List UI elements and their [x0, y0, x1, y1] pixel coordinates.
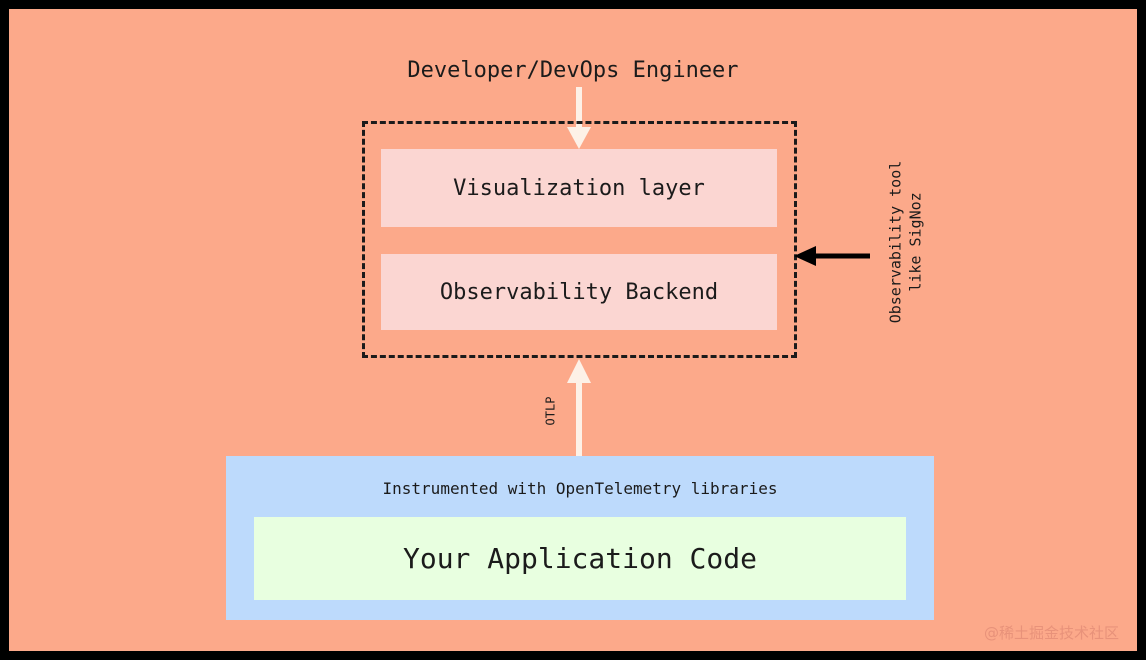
application-caption: Instrumented with OpenTelemetry librarie…: [382, 479, 778, 498]
actor-label: Developer/DevOps Engineer: [407, 58, 739, 83]
observability-tool-annotation-line1: Observability tool: [886, 160, 904, 324]
visualization-layer-box: Visualization layer: [381, 149, 777, 227]
observability-backend-box: Observability Backend: [381, 254, 777, 330]
diagram-stage: Developer/DevOps Engineer Visualization …: [9, 9, 1137, 651]
observability-tool-annotation-line2: like SigNoz: [906, 192, 924, 292]
otlp-label-text: OTLP: [543, 396, 557, 426]
observability-backend-label: Observability Backend: [439, 279, 719, 305]
observability-tool-annotation: Observability tool like SigNoz: [850, 137, 960, 347]
observability-tool-left-arrow-icon: [794, 246, 870, 266]
watermark: @稀土掘金技术社区: [983, 624, 1119, 642]
otlp-up-arrow-icon: [567, 359, 591, 462]
application-code-label: Your Application Code: [402, 542, 757, 575]
observability-group-container: [362, 121, 797, 358]
application-code-box: Your Application Code: [254, 517, 906, 600]
visualization-layer-label: Visualization layer: [453, 175, 705, 201]
application-block: Instrumented with OpenTelemetry librarie…: [226, 456, 934, 620]
otlp-label: OTLP: [530, 381, 570, 441]
observability-tool-annotation-text: Observability tool like SigNoz: [885, 161, 925, 324]
